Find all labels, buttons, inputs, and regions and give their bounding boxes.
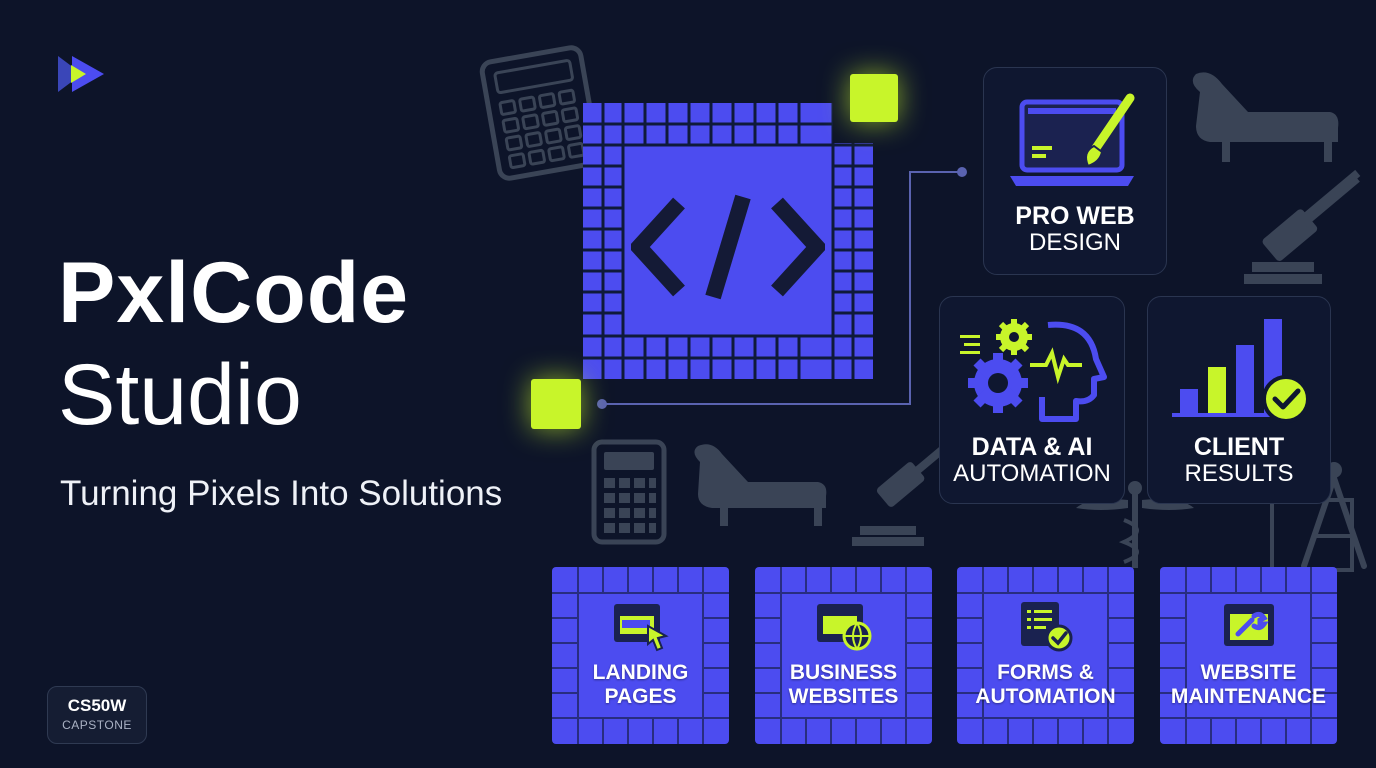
play-chevron-logo-icon xyxy=(58,56,104,92)
browser-globe-icon xyxy=(817,604,872,651)
tile-line2: WEBSITES xyxy=(788,685,899,709)
browser-wrench-icon xyxy=(1224,604,1274,646)
laptop-paintbrush-icon xyxy=(1010,93,1135,186)
tile-grid xyxy=(755,567,932,744)
accent-square-top xyxy=(850,74,898,122)
badge-subtitle: CAPSTONE xyxy=(62,718,132,732)
tile-line2: PAGES xyxy=(604,685,677,709)
service-tile-website-maintenance[interactable]: WEBSITE MAINTENANCE xyxy=(1160,567,1337,744)
form-check-icon xyxy=(1021,602,1073,652)
calculator-icon xyxy=(591,439,667,545)
badge-title: CS50W xyxy=(67,696,127,715)
code-block-hero xyxy=(583,103,873,379)
calculator-icon xyxy=(479,45,601,181)
tile-grid xyxy=(957,567,1134,744)
chaise-lounge-icon xyxy=(694,444,827,526)
page-title: PxlCode xyxy=(58,245,410,341)
service-tile-forms-automation[interactable]: FORMS & AUTOMATION xyxy=(957,567,1134,744)
card-subtitle: AUTOMATION xyxy=(953,460,1111,487)
card-subtitle: RESULTS xyxy=(1184,460,1294,487)
card-title: DATA & AI xyxy=(971,433,1093,461)
capstone-badge: CS50W CAPSTONE xyxy=(47,686,147,744)
service-tile-landing-pages[interactable]: LANDING PAGES xyxy=(552,567,729,744)
service-tile-business-websites[interactable]: BUSINESS WEBSITES xyxy=(755,567,932,744)
tile-line1: BUSINESS xyxy=(789,661,898,684)
card-title: PRO WEB xyxy=(1015,202,1135,230)
tile-line1: LANDING xyxy=(592,661,689,684)
gavel-icon xyxy=(1262,169,1361,261)
browser-cursor-icon xyxy=(614,604,669,652)
feature-card-client-results[interactable]: CLIENT RESULTS xyxy=(1147,296,1331,504)
page-subtitle: Studio xyxy=(58,347,302,443)
tile-line1: WEBSITE xyxy=(1200,661,1297,684)
card-subtitle: DESIGN xyxy=(1028,229,1121,256)
brand-logo[interactable] xyxy=(54,52,108,100)
card-title: CLIENT xyxy=(1193,433,1285,461)
tile-grid xyxy=(552,567,729,744)
accent-square-left xyxy=(531,379,581,429)
chaise-lounge-icon xyxy=(1192,72,1339,162)
tile-grid xyxy=(1160,567,1337,744)
tagline: Turning Pixels Into Solutions xyxy=(60,474,503,513)
gear-brain-icon xyxy=(960,319,1107,422)
code-brackets-icon xyxy=(631,194,825,300)
feature-card-data-ai[interactable]: DATA & AI AUTOMATION xyxy=(939,296,1125,504)
tile-line2: AUTOMATION xyxy=(975,685,1116,709)
feature-card-pro-web-design[interactable]: PRO WEB DESIGN xyxy=(983,67,1167,275)
tile-line1: FORMS & xyxy=(997,661,1094,684)
tile-line2: MAINTENANCE xyxy=(1170,685,1327,709)
bar-chart-check-icon xyxy=(1172,319,1310,423)
